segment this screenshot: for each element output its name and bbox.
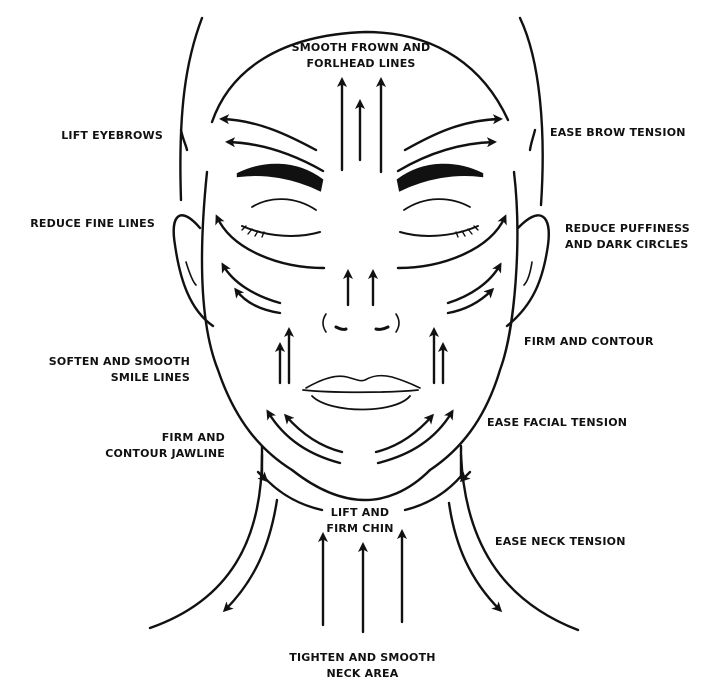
label-line: NECK AREA — [326, 667, 399, 680]
label-ease-brow-tension: EASE BROW TENSION — [550, 125, 686, 141]
hairline — [210, 30, 510, 124]
hair-outline-right — [518, 16, 544, 207]
neck-right — [459, 453, 580, 632]
label-line: SMILE LINES — [110, 371, 190, 384]
label-line: CONTOUR JAWLINE — [105, 447, 225, 460]
label-line: LIFT AND — [330, 506, 390, 519]
label-line: LIFT EYEBROWS — [61, 129, 163, 142]
chin — [290, 468, 432, 502]
eyebrow-right — [396, 163, 484, 192]
eye-right — [399, 225, 479, 237]
label-lift-chin: LIFT AND FIRM CHIN — [320, 505, 400, 537]
hair-outline-left — [179, 16, 204, 202]
label-firm-contour: FIRM AND CONTOUR — [524, 334, 654, 350]
label-line: AND DARK CIRCLES — [565, 238, 689, 251]
face-right — [428, 170, 519, 472]
label-neck-area: TIGHTEN AND SMOOTH NECK AREA — [280, 650, 445, 682]
ear-right — [505, 214, 550, 328]
label-line: REDUCE PUFFINESS — [565, 222, 690, 235]
label-line: EASE FACIAL TENSION — [487, 416, 628, 429]
label-ease-facial-tension: EASE FACIAL TENSION — [487, 415, 627, 431]
label-line: FIRM AND — [161, 431, 225, 444]
label-jawline: FIRM AND CONTOUR JAWLINE — [80, 430, 225, 462]
eye-left — [241, 225, 321, 237]
label-reduce-fine-lines: REDUCE FINE LINES — [20, 216, 155, 232]
neck-left — [148, 453, 264, 630]
label-line: REDUCE FINE LINES — [30, 217, 155, 230]
lips — [305, 374, 421, 389]
label-line: FIRM CHIN — [326, 522, 394, 535]
label-line: EASE BROW TENSION — [550, 126, 686, 139]
label-line: SMOOTH FROWN AND — [291, 41, 431, 54]
eyebrow-left — [236, 163, 324, 192]
ear-left — [172, 214, 215, 328]
label-line: TIGHTEN AND SMOOTH — [289, 651, 436, 664]
label-line: SOFTEN AND SMOOTH — [48, 355, 190, 368]
label-line: EASE NECK TENSION — [495, 535, 626, 548]
label-line: FORLHEAD LINES — [306, 57, 416, 70]
label-smooth-forehead: SMOOTH FROWN AND FORLHEAD LINES — [286, 40, 436, 72]
label-line: FIRM AND CONTOUR — [524, 335, 654, 348]
label-lift-eyebrows: LIFT EYEBROWS — [40, 128, 163, 144]
label-ease-neck-tension: EASE NECK TENSION — [495, 534, 626, 550]
label-reduce-puffiness: REDUCE PUFFINESS AND DARK CIRCLES — [565, 221, 690, 253]
label-smile-lines: SOFTEN AND SMOOTH SMILE LINES — [30, 354, 190, 386]
